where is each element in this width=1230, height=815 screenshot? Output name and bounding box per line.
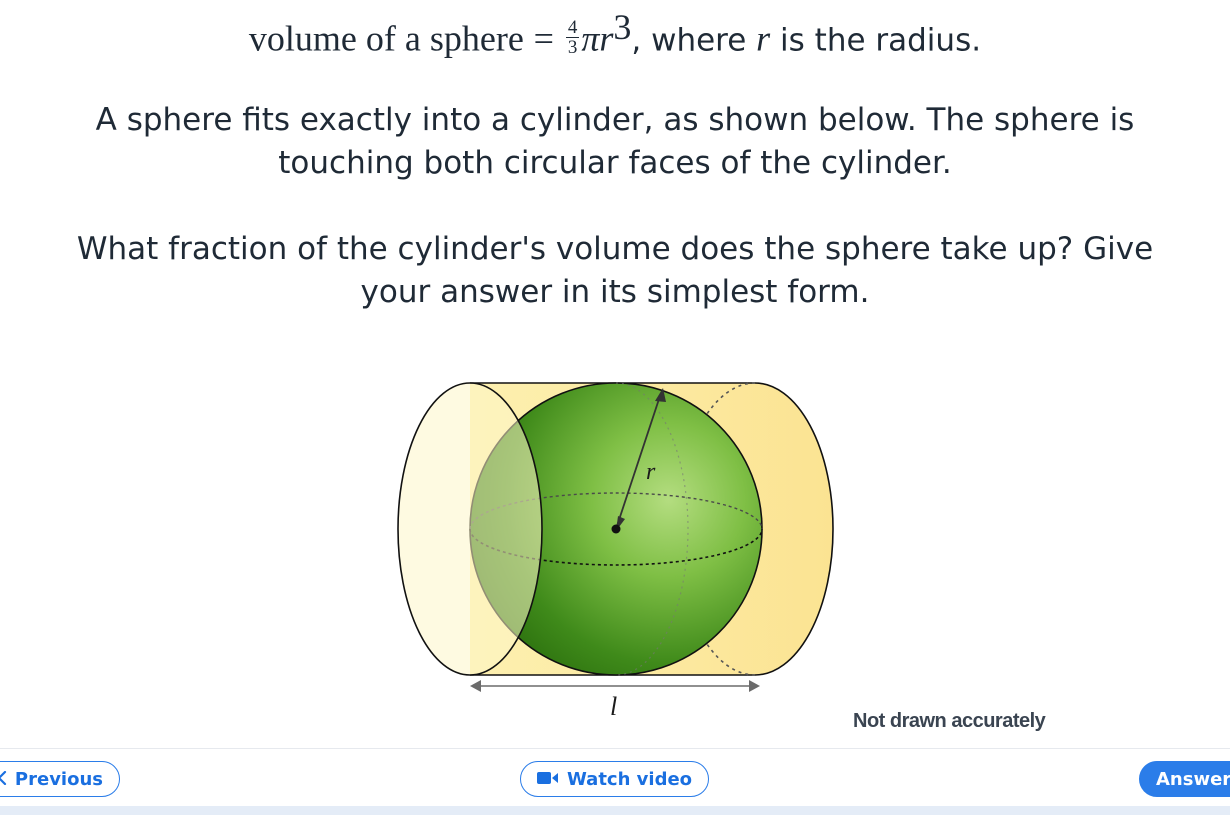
cylinder-right-face-front [754,382,834,676]
sphere-in-cylinder-diagram: r l [397,382,834,721]
sphere-meridian-hidden [615,382,689,676]
radius-line [615,392,662,530]
formula-fraction: 4 3 [565,17,580,59]
length-label: l [610,692,617,721]
question-paragraph-2: What fraction of the cylinder's volume d… [76,231,1154,310]
formula-exponent: 3 [613,7,632,47]
length-arrow-left [470,680,481,692]
fraction-denominator: 3 [567,37,578,59]
not-drawn-accurately-note: Not drawn accurately [853,710,1046,732]
formula-equals: = [533,18,554,59]
cylinder-left-face [397,382,543,676]
formula-radius-text: is the radius. [770,22,982,59]
radius-arrowhead [655,388,666,402]
fraction-numerator: 4 [565,17,580,39]
formula-pi-r: πr [581,18,614,59]
question-paragraph-1: A sphere fits exactly into a cylinder, a… [95,102,1135,181]
answer-button-label: Answer [1156,768,1230,790]
formula-where: , where [631,22,757,59]
watch-video-button[interactable]: Watch video [520,761,709,797]
video-camera-icon [536,769,559,790]
watch-video-label: Watch video [566,768,693,790]
formula-line: volume of a sphere = 4 3 πr3, where r is… [0,2,1230,65]
bottom-band [0,806,1230,815]
previous-button[interactable]: Previous [0,761,120,797]
answer-button[interactable]: Answer [1139,761,1230,797]
radius-label: r [646,459,656,485]
previous-button-label: Previous [14,768,103,790]
length-arrow-right [749,680,760,692]
formula-lhs: volume of a sphere [248,18,524,59]
formula-r-symbol: r [756,18,771,59]
chevron-left-icon [0,769,7,790]
sphere-center-dot [611,524,621,534]
footer-divider [0,748,1230,749]
